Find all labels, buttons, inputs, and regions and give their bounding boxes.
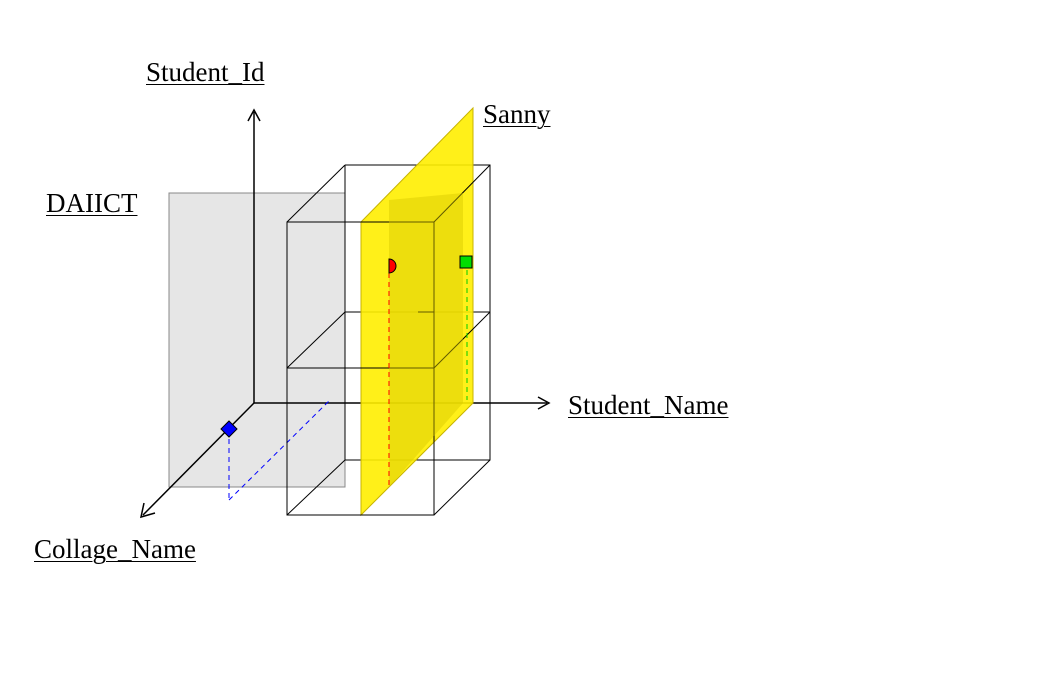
sanny-plane (360, 106, 474, 517)
cube-front-edges (286, 164, 491, 516)
collage-name-axis-label: Collage_Name (34, 534, 196, 564)
collage-name-axis (142, 402, 255, 516)
student-name-axis-label: Student_Name (568, 390, 729, 420)
blue-marker (220, 420, 238, 438)
sanny-plane-label: Sanny (483, 99, 551, 129)
slice-shade (389, 193, 463, 487)
blue-projection (228, 399, 331, 501)
green-marker (459, 255, 473, 269)
red-marker (388, 258, 397, 274)
daiict-plane-label: DAIICT (46, 188, 138, 218)
student-id-axis-label: Student_Id (146, 57, 265, 87)
daiict-plane (168, 192, 346, 488)
